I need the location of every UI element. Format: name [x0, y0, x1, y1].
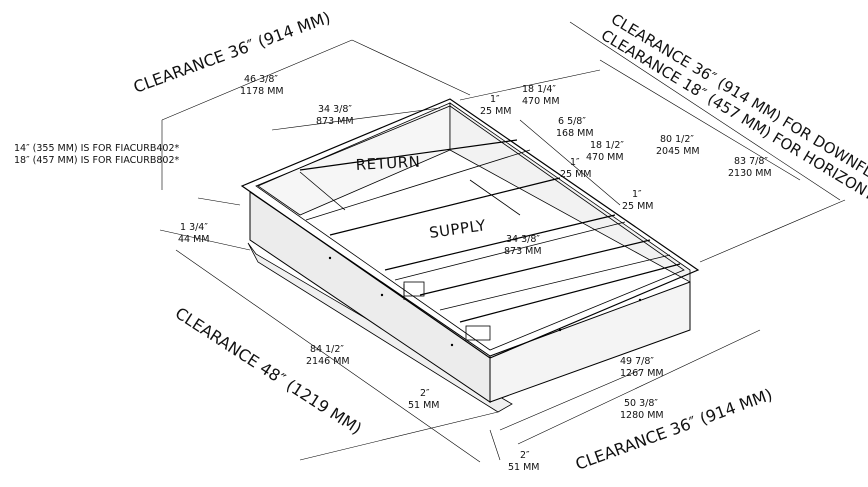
- dim-side-len-mm: 2146 MM: [306, 356, 350, 367]
- rail-6: [419, 239, 651, 296]
- dim-side-len-in: 84 1/2″: [310, 344, 344, 355]
- rail-4: [384, 214, 616, 271]
- curb-body: [240, 98, 700, 413]
- dim-outer-width-in: 46 3/8″: [244, 74, 278, 85]
- top-rim-inner: [255, 105, 685, 351]
- height-note-2: 18″ (457 MM) IS FOR FIACURB802*: [14, 155, 179, 166]
- dim-one-c-in: 1″: [632, 189, 642, 200]
- strut-1: [299, 171, 346, 211]
- dimension-lines: [159, 21, 846, 463]
- rail-5: [394, 221, 626, 281]
- dim-inner-len-mm: 2045 MM: [656, 146, 700, 157]
- clearance-back: CLEARANCE 36″ (914 MM): [131, 8, 333, 97]
- rail-1: [299, 139, 518, 171]
- dim-inner-width-mid-in: 34 3/8″: [506, 234, 540, 245]
- dim-front-inner-mm: 1267 MM: [620, 368, 664, 379]
- dim-inner-width-top-in: 34 3/8″: [318, 104, 352, 115]
- dim-658-in: 6 5/8″: [558, 116, 586, 127]
- height-note-1: 14″ (355 MM) IS FOR FIACURB402*: [14, 143, 179, 154]
- dim-one-b-in: 1″: [570, 157, 580, 168]
- clearance-right-2: CLEARANCE 18″ (457 MM) FOR HORIZONTAL: [598, 26, 868, 213]
- dim-inner-width-top-mm: 873 MM: [316, 116, 354, 127]
- dim-inner-width-mid-mm: 873 MM: [504, 246, 542, 257]
- top-rim-outer: [240, 98, 700, 359]
- dim-18qtr-mm: 470 MM: [522, 96, 560, 107]
- corner-block-2: [465, 325, 491, 341]
- dim-one-c-mm: 25 MM: [622, 201, 654, 212]
- supply-label: SUPPLY: [428, 216, 487, 242]
- dim-two-b-in: 2″: [520, 450, 530, 461]
- return-label: RETURN: [355, 153, 421, 174]
- dim-658-mm: 168 MM: [556, 128, 594, 139]
- front-wall: [489, 281, 691, 403]
- rail-8: [459, 263, 681, 323]
- fastener-dot: [380, 293, 384, 297]
- fastener-dot: [328, 256, 332, 260]
- fastener-dot: [638, 298, 642, 302]
- dim-two-a-mm: 51 MM: [408, 400, 440, 411]
- dim-outer-width-mm: 1178 MM: [240, 86, 284, 97]
- dim-flange-in: 1 3/4″: [180, 222, 208, 233]
- back-inner-wall: [257, 102, 451, 216]
- dim-18half-mm: 470 MM: [586, 152, 624, 163]
- dim-18half-in: 18 1/2″: [590, 140, 624, 151]
- dim-flange-mm: 44 MM: [178, 234, 210, 245]
- dim-front-outer-mm: 1280 MM: [620, 410, 664, 421]
- dim-outer-len-mm: 2130 MM: [728, 168, 772, 179]
- dim-inner-len-in: 80 1/2″: [660, 134, 694, 145]
- strut-2: [469, 179, 521, 216]
- dim-one-a-in: 1″: [490, 94, 500, 105]
- dim-one-b-mm: 25 MM: [560, 169, 592, 180]
- corner-block-1: [403, 281, 425, 297]
- rail-7: [439, 254, 671, 311]
- rail-3: [329, 177, 561, 236]
- dim-front-outer-in: 50 3/8″: [624, 398, 658, 409]
- dim-18qtr-in: 18 1/4″: [522, 84, 556, 95]
- dim-one-a-mm: 25 MM: [480, 106, 512, 117]
- fastener-dot: [450, 343, 454, 347]
- clearance-front: CLEARANCE 36″ (914 MM): [573, 385, 775, 474]
- fastener-dot: [558, 328, 562, 332]
- dim-outer-len-in: 83 7/8″: [734, 156, 768, 167]
- clearance-left: CLEARANCE 48″ (1219 MM): [172, 303, 365, 438]
- dim-front-inner-in: 49 7/8″: [620, 356, 654, 367]
- dim-two-b-mm: 51 MM: [508, 462, 540, 473]
- dim-two-a-in: 2″: [420, 388, 430, 399]
